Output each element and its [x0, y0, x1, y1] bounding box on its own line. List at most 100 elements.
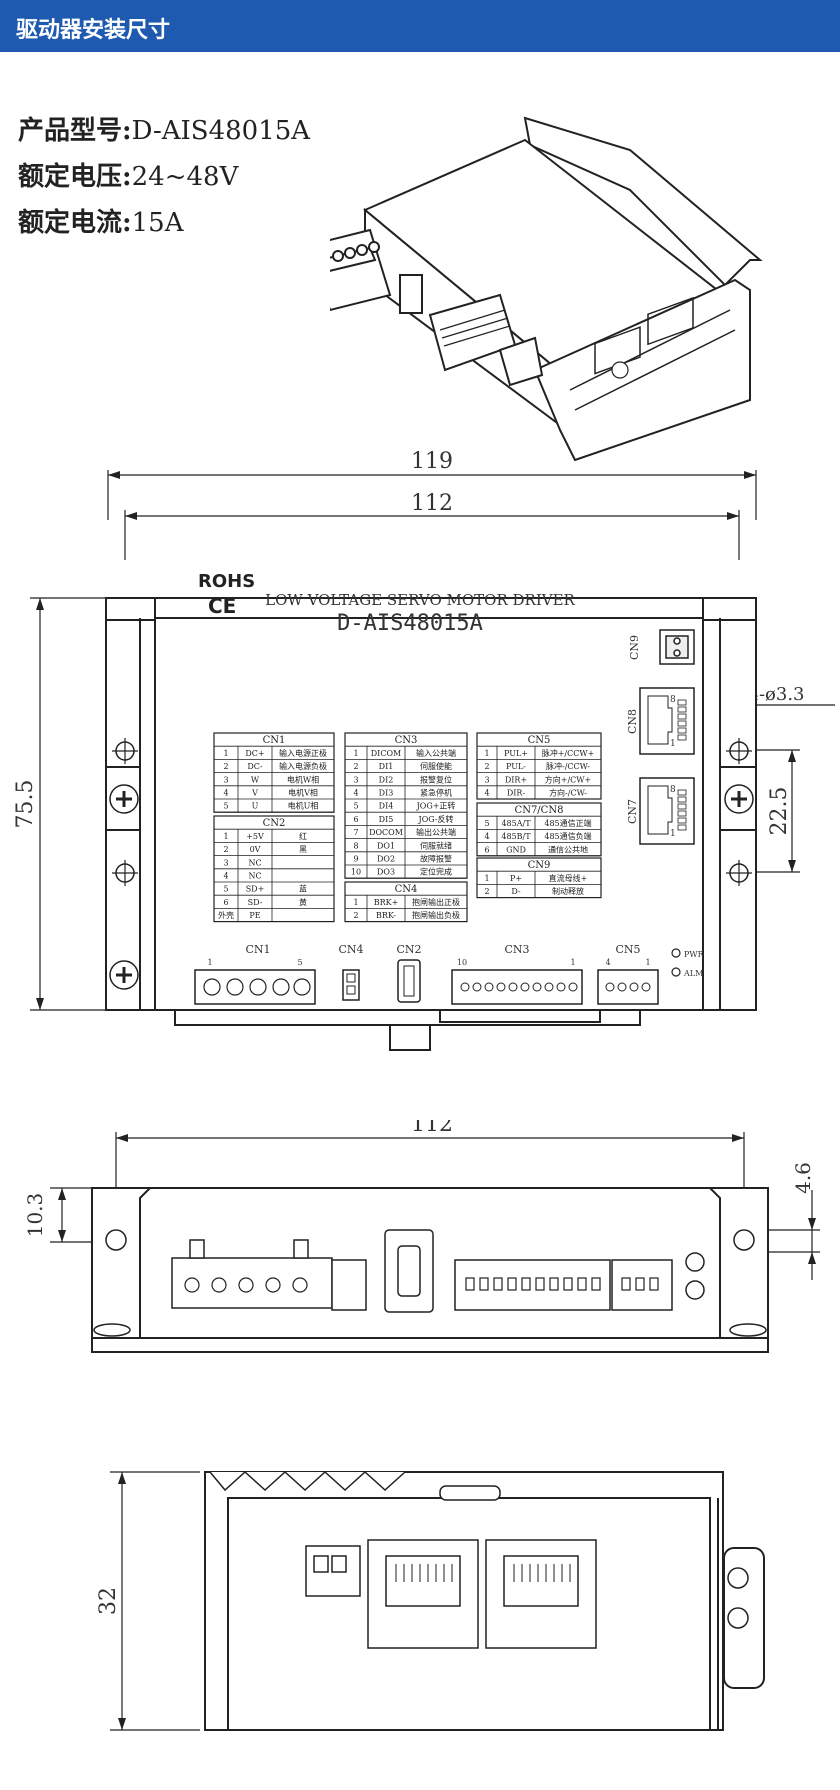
- cn3-pin-left: 10: [457, 958, 467, 967]
- pin-table-cell: 报警复位: [420, 774, 452, 784]
- pin-table-cell: 故障报警: [420, 854, 452, 864]
- cn3-pin-right: 1: [570, 958, 575, 967]
- pin-table-cell: 输入公共端: [416, 748, 456, 758]
- product-model: D-AIS48015A: [337, 611, 483, 636]
- product-subtitle: LOW VOLTAGE SERVO MOTOR DRIVER: [265, 591, 575, 609]
- pin-table-cell: 脉冲-/CCW-: [546, 761, 590, 771]
- pin-table-cell: PUL-: [506, 762, 526, 771]
- pin-table-cell: 5: [223, 885, 228, 894]
- pin-table-frame: [344, 732, 468, 879]
- pin-table-cell: 红: [299, 831, 307, 841]
- pin-table-cell: SD+: [246, 885, 265, 894]
- pin-table-cell: U: [252, 802, 259, 811]
- pin-table-cell: DICOM: [371, 749, 401, 758]
- spec-model-label: 产品型号:: [18, 116, 132, 146]
- pin-table-cell: BRK-: [376, 911, 396, 920]
- pin-table-cell: 外壳: [218, 910, 234, 920]
- pin-table-cell: +5V: [246, 832, 264, 841]
- pin-table-cell: GND: [506, 845, 526, 854]
- pin-table-cell: 方向-/CW-: [549, 788, 587, 798]
- pin-table-cell: DI4: [379, 802, 394, 811]
- cn7-side-label: CN7: [626, 799, 639, 824]
- dim-overall-width: 119: [411, 450, 453, 474]
- isometric-drawing: [330, 116, 763, 462]
- cn5-pin-left: 4: [605, 958, 610, 967]
- pin-table-cell: PUL+: [504, 749, 528, 758]
- pin-table-cell: 3: [223, 858, 228, 867]
- spec-current-value: 15A: [131, 208, 184, 238]
- pin-table-cell: 4: [223, 789, 228, 798]
- pin-table-cell: 485通信正端: [544, 818, 591, 828]
- pin-table-cell: 蓝: [299, 884, 307, 894]
- front-dim-left: 10.3: [23, 1193, 47, 1238]
- cn1-pin-left: 1: [207, 958, 212, 967]
- cn7-pin8: 8: [670, 785, 676, 795]
- pin-table-cell: 485A/T: [501, 819, 531, 828]
- pin-table-cell: D-: [511, 887, 521, 896]
- pin-table-cell: 485通信负端: [544, 831, 591, 841]
- pin-table-cell: 电机U相: [288, 801, 319, 811]
- side-view-drawing: 32: [96, 1470, 765, 1731]
- pin-table-cell: PE: [249, 911, 260, 920]
- pin-table-cell: 2: [223, 845, 228, 854]
- cert-ce: CE: [208, 594, 236, 618]
- header-title: 驱动器安装尺寸: [16, 18, 171, 43]
- pin-table-cell: 输入电源负极: [279, 761, 327, 771]
- pin-table-cell: DO2: [377, 855, 395, 864]
- pin-table-cell: 0V: [250, 845, 261, 854]
- pin-table-cell: V: [251, 789, 258, 798]
- pin-table-cell: 1: [223, 832, 228, 841]
- pin-table-frame: [344, 881, 468, 923]
- cn8-pin1: 1: [670, 739, 676, 749]
- pin-table-cell: 伺服就绪: [420, 840, 452, 850]
- pin-table-cell: 3: [223, 775, 228, 784]
- front-dim-right: 4.6: [791, 1162, 815, 1194]
- pin-table-title: CN5: [528, 735, 551, 746]
- pin-table-cell: 定位完成: [420, 867, 452, 877]
- pin-table-cell: SD-: [248, 898, 263, 907]
- pin-table-title: CN1: [263, 735, 286, 746]
- led-pwr-label: PWR: [684, 950, 705, 959]
- cn7-pin1: 1: [670, 829, 676, 839]
- pin-table-cell: DC+: [245, 749, 264, 758]
- pin-table-cell: NC: [248, 872, 261, 881]
- pin-table-cell: DO1: [377, 841, 395, 850]
- pin-table-cell: 7: [353, 828, 358, 837]
- pin-table-cell: 6: [223, 898, 228, 907]
- pin-table-cell: 5: [484, 819, 489, 828]
- pin-table-cell: 2: [484, 762, 489, 771]
- dim-hole-pitch: 22.5: [767, 787, 792, 836]
- pin-table-cell: 紧急停机: [420, 788, 452, 798]
- pin-table-cell: 4: [353, 789, 358, 798]
- pin-table-title: CN3: [395, 735, 418, 746]
- pin-table-cell: DI3: [379, 789, 394, 798]
- spec-voltage-label: 额定电压:: [18, 162, 132, 192]
- spec-model-value: D-AIS48015A: [131, 116, 311, 146]
- cn9-side-label: CN9: [628, 635, 641, 660]
- pin-table-cell: 8: [353, 841, 358, 850]
- spec-model: 产品型号:D-AIS48015A: [18, 110, 310, 147]
- side-dim-height: 32: [96, 1587, 121, 1615]
- spec-voltage-value: 24~48V: [131, 162, 239, 192]
- pin-table-cell: 抱闸输出正极: [412, 897, 460, 907]
- pin-table-cell: DI1: [379, 762, 394, 771]
- pin-table-cell: DIR-: [507, 789, 526, 798]
- pin-table-cell: P+: [510, 874, 522, 883]
- pin-table-cell: 通信公共地: [548, 844, 588, 854]
- pin-table-cell: 输出公共端: [416, 827, 456, 837]
- pin-table-cell: 4: [484, 789, 489, 798]
- pin-table-cell: 1: [484, 874, 489, 883]
- pin-table-cell: 2: [223, 762, 228, 771]
- spec-voltage: 额定电压:24~48V: [18, 156, 238, 193]
- pin-table-cell: 伺服使能: [420, 761, 452, 771]
- pin-table-cell: 1: [223, 749, 228, 758]
- led-alm-label: ALM: [683, 969, 703, 978]
- pin-table-title: CN2: [263, 818, 286, 829]
- pin-table-cell: DC-: [247, 762, 263, 771]
- pin-table-cell: NC: [248, 858, 261, 867]
- pin-table-cell: 黄: [299, 897, 307, 907]
- cn2-conn-label: CN2: [396, 943, 421, 956]
